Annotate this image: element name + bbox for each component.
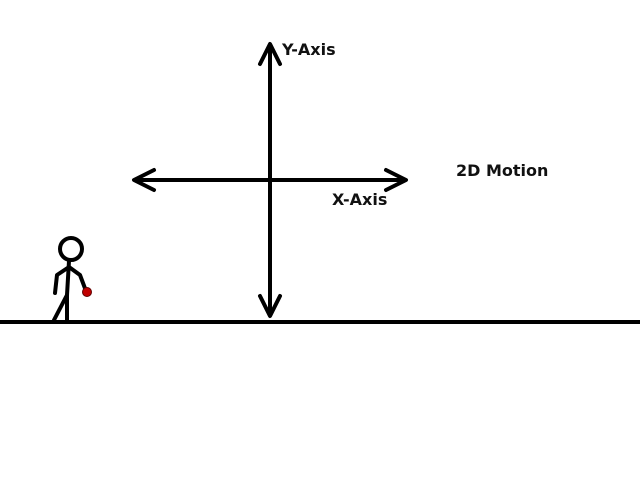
- x-axis-right-arrow-icon: [384, 168, 408, 192]
- diagram-title: 2D Motion: [456, 161, 549, 180]
- y-axis-label: Y-Axis: [282, 40, 336, 59]
- x-axis-label: X-Axis: [332, 190, 388, 209]
- ball-icon: [82, 287, 92, 297]
- x-axis-left-arrow-icon: [132, 168, 156, 192]
- stick-figure-icon: [52, 236, 88, 323]
- y-axis-down-arrow-icon: [258, 294, 282, 318]
- y-axis-up-arrow-icon: [258, 42, 282, 66]
